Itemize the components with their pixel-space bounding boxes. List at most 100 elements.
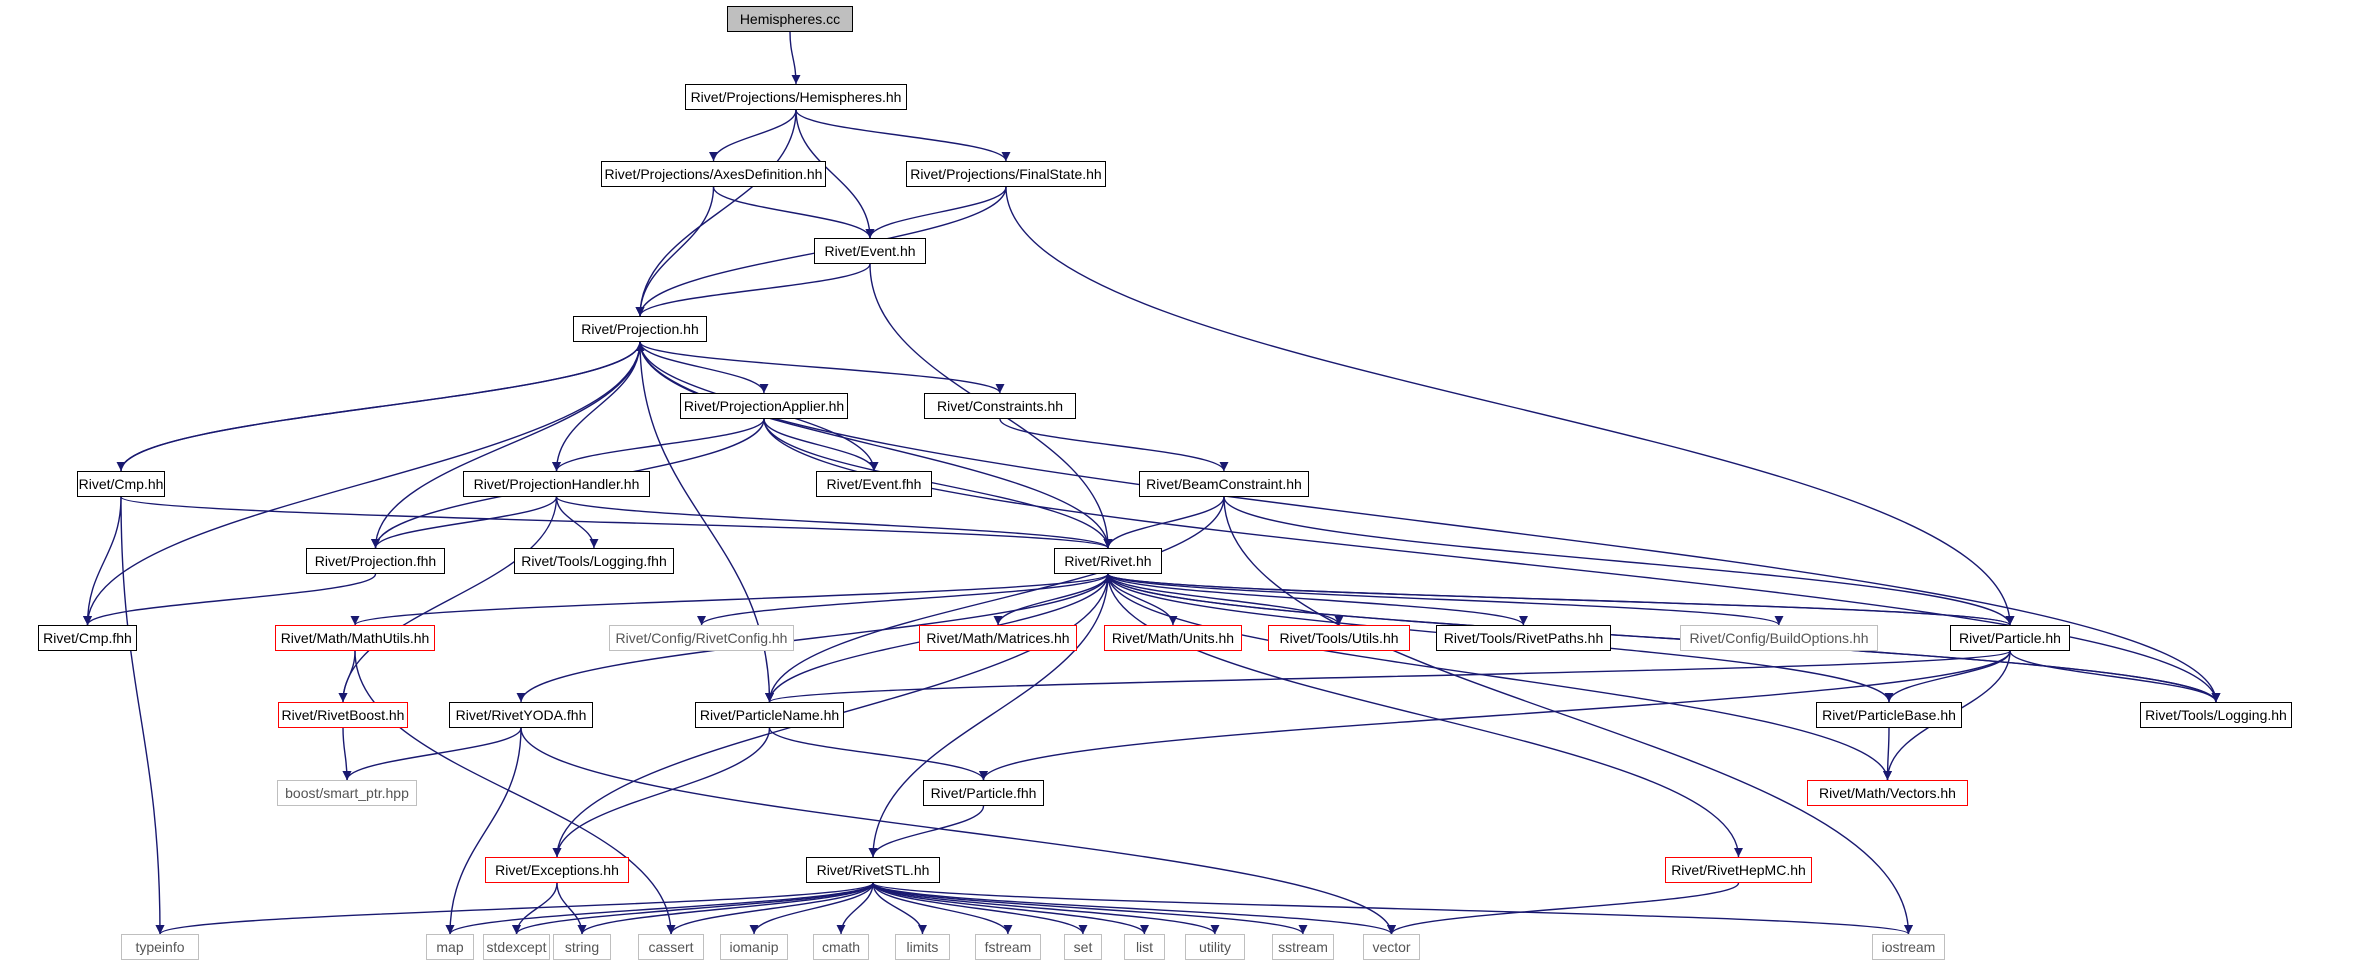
edge-projapplier_hh-to-projhandler_hh	[552, 418, 765, 472]
hemispheres-header-node[interactable]: Rivet/Projections/Hemispheres.hh	[685, 84, 907, 110]
edge-rivet_hh-to-utils_hh	[1107, 573, 1344, 626]
std-cmath-node: cmath	[813, 934, 869, 960]
edge-particlebase_hh-to-vectors_hh	[1883, 727, 1893, 781]
edge-event_hh-to-projection_hh	[635, 263, 871, 317]
matrices-header-node[interactable]: Rivet/Math/Matrices.hh	[919, 625, 1077, 651]
edge-projection_hh-to-projhandler_hh	[552, 341, 641, 472]
particle-forward-header-node[interactable]: Rivet/Particle.fhh	[923, 780, 1044, 806]
axesdefinition-header-node[interactable]: Rivet/Projections/AxesDefinition.hh	[601, 161, 826, 187]
rivetyoda-forward-header-node[interactable]: Rivet/RivetYODA.fhh	[449, 702, 593, 728]
root-file-node[interactable]: Hemispheres.cc	[727, 6, 853, 32]
edge-rivetstl_hh-to-utility	[872, 882, 1220, 935]
std-vector-node: vector	[1363, 934, 1420, 960]
edge-rivet_hh-to-rivetyoda_fhh	[516, 573, 1109, 703]
std-list-node: list	[1124, 934, 1165, 960]
edge-root-to-hemispheres_hh	[789, 31, 801, 85]
edge-particle_hh-to-logging_hh	[2009, 650, 2221, 703]
edge-particle_hh-to-particlename_hh	[765, 650, 2011, 703]
mathutils-header-node[interactable]: Rivet/Math/MathUtils.hh	[275, 625, 435, 651]
std-limits-node: limits	[895, 934, 950, 960]
particlebase-header-node[interactable]: Rivet/ParticleBase.hh	[1816, 702, 1962, 728]
utils-header-node[interactable]: Rivet/Tools/Utils.hh	[1268, 625, 1410, 651]
event-header-node[interactable]: Rivet/Event.hh	[814, 238, 926, 264]
rivetpaths-header-node[interactable]: Rivet/Tools/RivetPaths.hh	[1436, 625, 1611, 651]
projectionhandler-header-node[interactable]: Rivet/ProjectionHandler.hh	[463, 471, 650, 497]
edge-rivetyoda_fhh-to-map	[445, 727, 522, 935]
edge-particle_hh-to-particlebase_hh	[1884, 650, 2011, 703]
finalstate-header-node[interactable]: Rivet/Projections/FinalState.hh	[906, 161, 1106, 187]
std-iostream-node: iostream	[1872, 934, 1945, 960]
std-fstream-node: fstream	[975, 934, 1041, 960]
edge-logging_hh-to-rivet_hh	[1103, 573, 2217, 703]
logging-header-node[interactable]: Rivet/Tools/Logging.hh	[2140, 702, 2292, 728]
particle-header-node[interactable]: Rivet/Particle.hh	[1950, 625, 2070, 651]
constraints-header-node[interactable]: Rivet/Constraints.hh	[924, 393, 1076, 419]
edge-beamconstraint_hh-to-particlename_hh	[765, 496, 1225, 703]
edge-rivetstl_hh-to-iomanip	[749, 882, 874, 935]
edge-projhandler_hh-to-rivetboost_hh	[338, 496, 558, 703]
edge-exceptions_hh-to-string	[556, 882, 587, 935]
edge-projapplier_hh-to-event_fhh	[763, 418, 879, 472]
edge-projection_hh-to-rivet_hh	[639, 341, 1113, 549]
edge-beamconstraint_hh-to-rivet_hh	[1103, 496, 1225, 549]
edge-projhandler_hh-to-rivet_hh	[555, 496, 1113, 549]
edge-particlename_hh-to-exceptions_hh	[552, 727, 771, 858]
rivetstl-header-node[interactable]: Rivet/RivetSTL.hh	[806, 857, 940, 883]
edge-cmp_hh-to-typeinfo	[120, 496, 165, 935]
logging-forward-header-node[interactable]: Rivet/Tools/Logging.fhh	[514, 548, 674, 574]
edge-rivetstl_hh-to-typeinfo	[155, 882, 874, 935]
cmp-header-node[interactable]: Rivet/Cmp.hh	[77, 471, 165, 497]
std-utility-node: utility	[1185, 934, 1245, 960]
rivetconfig-header-node: Rivet/Config/RivetConfig.hh	[609, 625, 794, 651]
units-header-node[interactable]: Rivet/Math/Units.hh	[1104, 625, 1242, 651]
std-set-node: set	[1064, 934, 1102, 960]
edge-beamconstraint_hh-to-iostream	[1223, 496, 1913, 935]
edge-constraints_hh-to-beamconstraint_hh	[999, 418, 1229, 472]
edge-rivetstl_hh-to-map	[445, 882, 874, 935]
edge-rivethepmc_hh-to-vector	[1387, 882, 1740, 935]
edge-mathutils_hh-to-cassert	[354, 650, 676, 935]
edge-hemispheres_hh-to-projection_hh	[635, 109, 797, 317]
std-cassert-node: cassert	[638, 934, 704, 960]
std-sstream-node: sstream	[1272, 934, 1334, 960]
std-string-node: string	[553, 934, 611, 960]
edge-projection_hh-to-projapplier_hh	[639, 341, 769, 394]
rivethepmc-header-node[interactable]: Rivet/RivetHepMC.hh	[1665, 857, 1812, 883]
projection-forward-header-node[interactable]: Rivet/Projection.fhh	[306, 548, 445, 574]
edge-projection_fhh-to-cmp_fhh	[83, 573, 377, 626]
edge-rivet_hh-to-vectors_hh	[1107, 573, 1892, 781]
projectionapplier-header-node[interactable]: Rivet/ProjectionApplier.hh	[680, 393, 848, 419]
edge-rivet_hh-to-mathutils_hh	[350, 573, 1109, 626]
std-iomanip-node: iomanip	[720, 934, 788, 960]
edge-rivetstl_hh-to-stdexcept	[512, 882, 874, 935]
edge-rivetstl_hh-to-set	[872, 882, 1088, 935]
std-map-node: map	[426, 934, 474, 960]
edge-rivetyoda_fhh-to-smartptr_hpp	[342, 727, 522, 781]
edge-rivetstl_hh-to-list	[872, 882, 1149, 935]
edge-rivetstl_hh-to-cassert	[666, 882, 874, 935]
edge-particlename_hh-to-particle_fhh	[768, 727, 988, 781]
edge-hemispheres_hh-to-axesdef_hh	[709, 109, 797, 162]
edge-cmp_hh-to-rivet_hh	[120, 496, 1113, 549]
edge-hemispheres_hh-to-event_hh	[795, 109, 875, 239]
edge-rivet_hh-to-rivetstl_hh	[868, 573, 1109, 858]
vectors-header-node[interactable]: Rivet/Math/Vectors.hh	[1807, 780, 1968, 806]
edge-rivet_hh-to-matrices_hh	[993, 573, 1109, 626]
particlename-header-node[interactable]: Rivet/ParticleName.hh	[695, 702, 844, 728]
exceptions-header-node[interactable]: Rivet/Exceptions.hh	[485, 857, 629, 883]
edge-projapplier_hh-to-rivet_hh	[763, 418, 1113, 549]
edge-particle_fhh-to-rivetstl_hh	[868, 805, 985, 858]
edge-projhandler_hh-to-logging_fhh	[555, 496, 599, 549]
event-forward-header-node[interactable]: Rivet/Event.fhh	[816, 471, 932, 497]
rivet-header-node[interactable]: Rivet/Rivet.hh	[1054, 548, 1162, 574]
edge-rivetstl_hh-to-limits	[872, 882, 927, 935]
cmp-forward-header-node[interactable]: Rivet/Cmp.fhh	[38, 625, 137, 651]
rivetboost-header-node[interactable]: Rivet/RivetBoost.hh	[278, 702, 408, 728]
edge-axesdef_hh-to-event_hh	[712, 186, 875, 239]
edge-beamconstraint_hh-to-particle_hh	[1223, 496, 2015, 626]
beamconstraint-header-node[interactable]: Rivet/BeamConstraint.hh	[1139, 471, 1309, 497]
edge-rivet_hh-to-buildoptions_hh	[1107, 573, 1784, 626]
edge-hemispheres_hh-to-finalstate_hh	[795, 109, 1011, 162]
projection-header-node[interactable]: Rivet/Projection.hh	[573, 316, 707, 342]
